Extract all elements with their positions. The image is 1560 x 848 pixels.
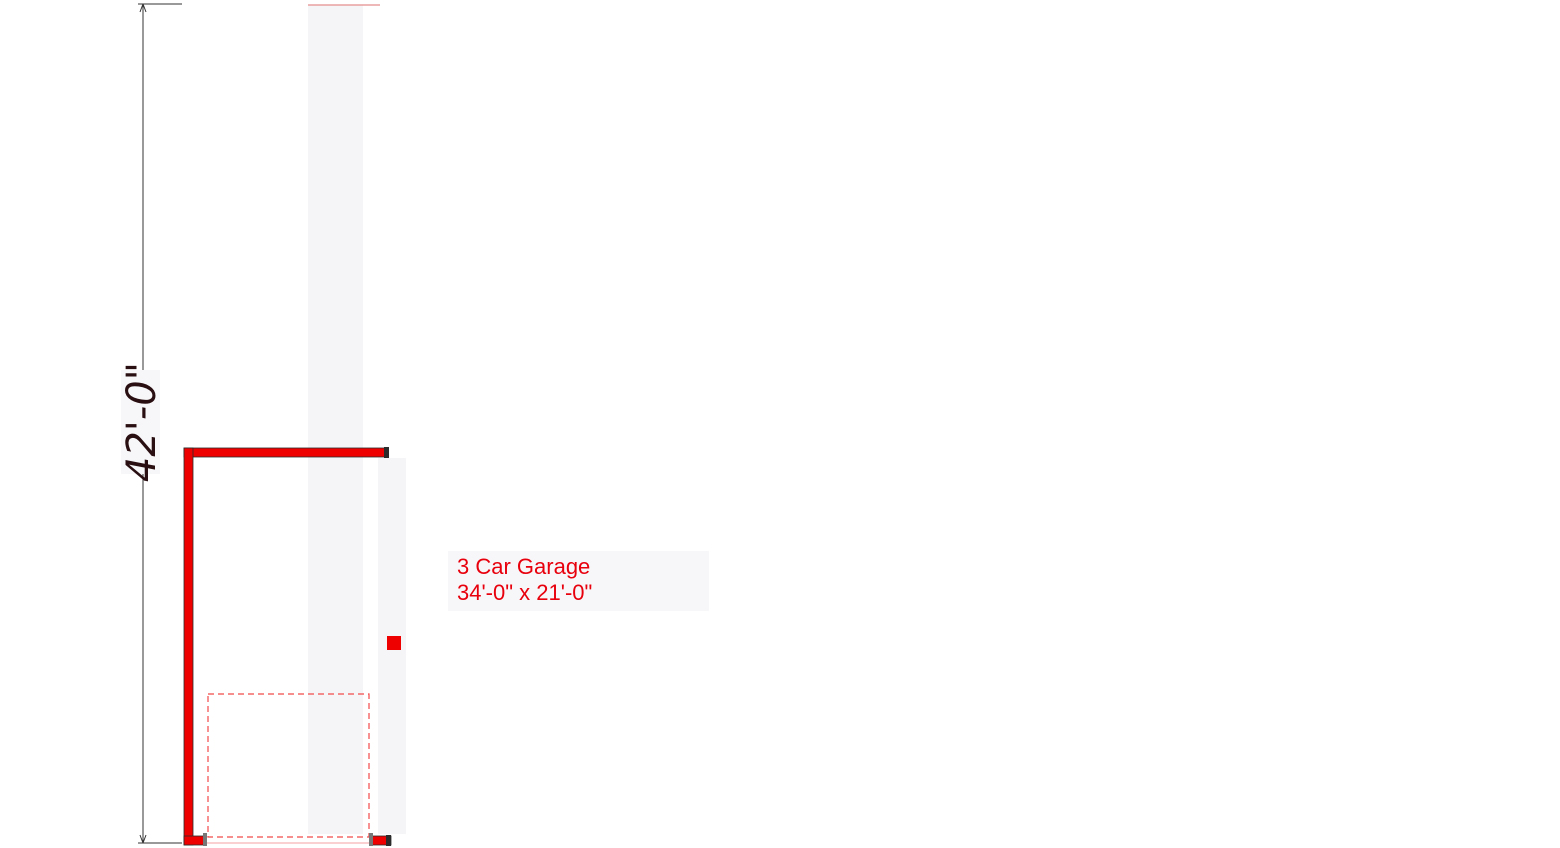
- room-label[interactable]: 3 Car Garage 34'-0" x 21'-0": [448, 551, 709, 611]
- vertical-dimension: 42'-0": [119, 3, 182, 844]
- dimension-label-bg: [121, 370, 160, 474]
- shaded-band-upper: [308, 5, 363, 834]
- garage-door-outline: [203, 693, 373, 846]
- room-size: 34'-0" x 21'-0": [457, 580, 593, 605]
- dimension-label: 42'-0": [119, 362, 165, 482]
- wall-left[interactable]: [183, 447, 194, 846]
- wall-end-cap-bottom: [386, 835, 391, 846]
- wall-bottom-left[interactable]: [183, 835, 207, 846]
- room-name: 3 Car Garage: [457, 554, 591, 579]
- selection-grip-handle[interactable]: [387, 636, 401, 650]
- dashed-parking-area: [207, 693, 370, 838]
- wall-end-cap-top: [384, 447, 389, 458]
- dimension-arrow-bottom: [139, 834, 147, 844]
- garage-walls[interactable]: [183, 447, 392, 846]
- dimension-arrow-top: [139, 3, 147, 13]
- wall-top[interactable]: [183, 447, 389, 458]
- door-jamb-left: [203, 833, 207, 846]
- door-jamb-right: [369, 833, 373, 846]
